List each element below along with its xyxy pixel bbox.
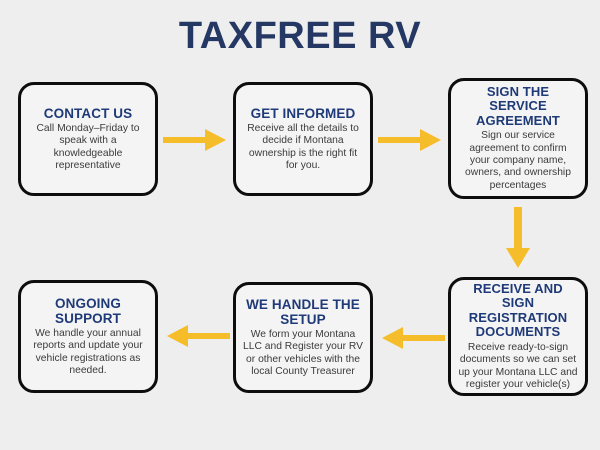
step-heading-get-informed: GET INFORMED xyxy=(250,105,356,121)
step-body-contact-us: Call Monday–Friday to speak with a knowl… xyxy=(36,122,140,171)
step-body-receive-sign: Receive ready-to-sign documents so we ca… xyxy=(458,341,578,390)
step-box-sign-agreement: SIGN THE SERVICE AGREEMENT Sign our serv… xyxy=(448,78,588,199)
arrow-left-icon-documents-to-setup xyxy=(381,326,445,350)
step-box-get-informed: GET INFORMED Receive all the details to … xyxy=(233,82,373,196)
arrow-right-icon-contact-to-informed xyxy=(163,128,227,152)
step-heading-sign-agreement: SIGN THE SERVICE AGREEMENT xyxy=(476,83,560,128)
arrow-left-icon-setup-to-support xyxy=(166,324,230,348)
step-body-sign-agreement: Sign our service agreement to confirm yo… xyxy=(465,130,571,191)
step-body-ongoing-support: We handle your annual reports and update… xyxy=(33,327,143,376)
page-title: TAXFREE RV xyxy=(178,15,422,57)
step-heading-ongoing-support: ONGOING SUPPORT xyxy=(55,295,121,326)
step-box-we-handle-setup: WE HANDLE THE SETUP We form your Montana… xyxy=(233,282,373,393)
step-box-receive-sign: RECEIVE AND SIGN REGISTRATION DOCUMENTS … xyxy=(448,277,588,396)
step-body-get-informed: Receive all the details to decide if Mon… xyxy=(247,122,359,171)
step-heading-contact-us: CONTACT US xyxy=(43,105,133,121)
step-heading-we-handle-setup: WE HANDLE THE SETUP xyxy=(246,296,360,327)
step-body-we-handle-setup: We form your Montana LLC and Register yo… xyxy=(243,328,364,377)
arrow-down-icon-agreement-to-documents xyxy=(505,207,531,269)
step-box-contact-us: CONTACT US Call Monday–Friday to speak w… xyxy=(18,82,158,196)
step-heading-receive-sign: RECEIVE AND SIGN REGISTRATION DOCUMENTS xyxy=(468,280,568,340)
step-box-ongoing-support: ONGOING SUPPORT We handle your annual re… xyxy=(18,280,158,393)
arrow-right-icon-informed-to-agreement xyxy=(378,128,442,152)
